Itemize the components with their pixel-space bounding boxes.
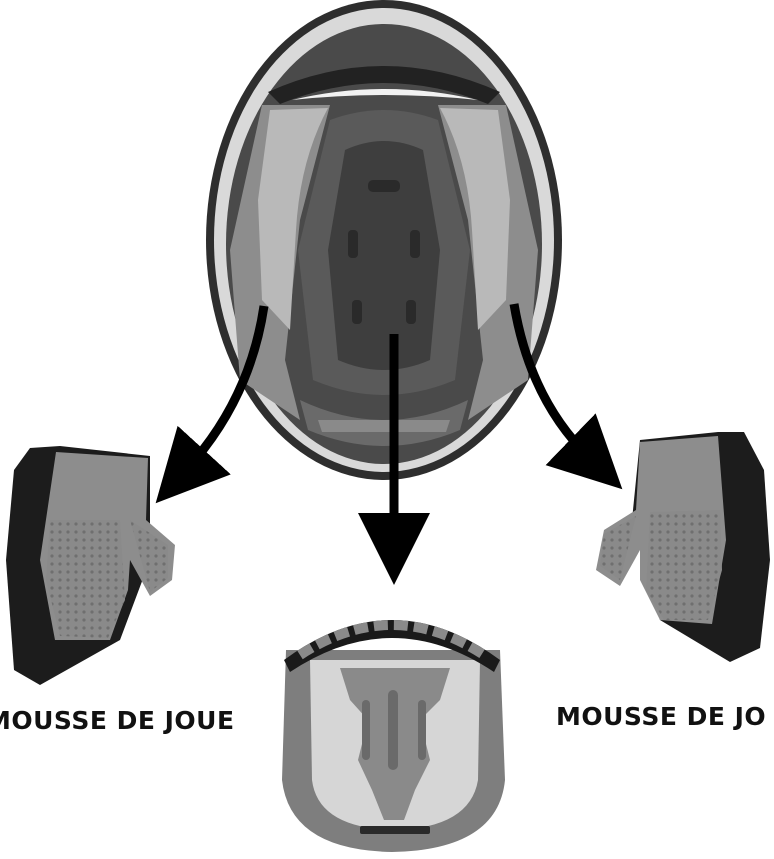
- right-cheek-pad-image: [596, 432, 770, 662]
- crown-liner-image: [282, 620, 505, 852]
- helmet-inner-liner: [230, 105, 538, 446]
- left-cheek-pad-image: [6, 446, 175, 685]
- right-cheek-pad-label: MOUSSE DE JO: [556, 702, 766, 731]
- left-cheek-pad-label: MOUSSE DE JOUE: [0, 706, 235, 735]
